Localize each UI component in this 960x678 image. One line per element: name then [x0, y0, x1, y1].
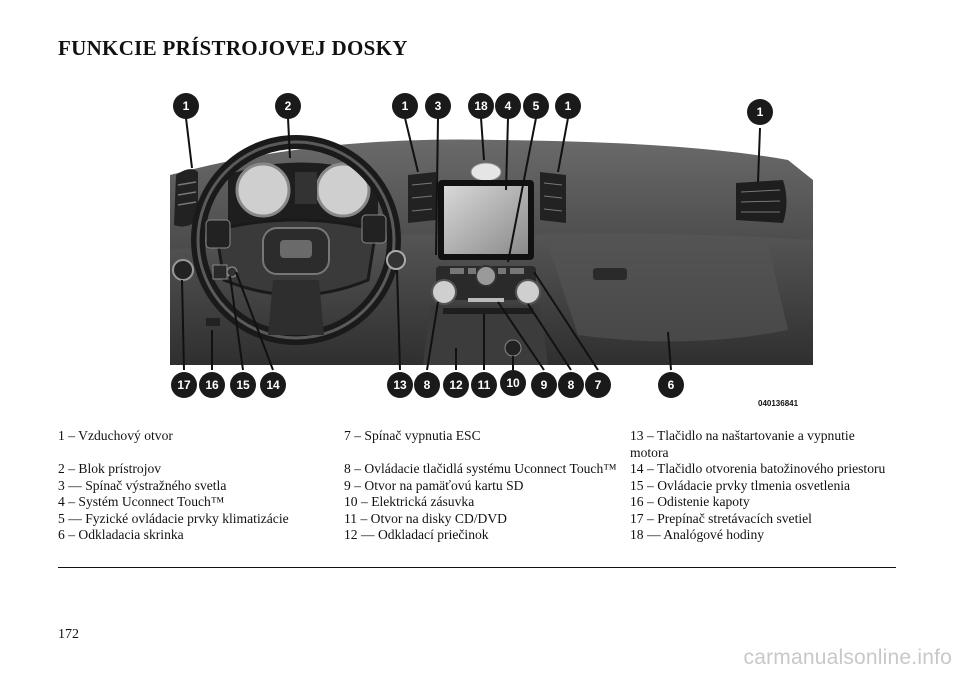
svg-text:15: 15: [236, 378, 250, 392]
legend-rule: [58, 567, 896, 568]
callout-bottom-15: 15: [230, 372, 256, 398]
svg-text:1: 1: [565, 99, 572, 113]
hood-release: [206, 318, 220, 326]
callout-bottom-8b: 8: [558, 372, 584, 398]
legend-item: 13 – Tlačidlo na naštartovanie a vypnuti…: [630, 428, 855, 460]
left-air-vent: [174, 169, 198, 227]
callout-bottom-6: 6: [658, 372, 684, 398]
svg-text:5: 5: [533, 99, 540, 113]
legend-item: 1 – Vzduchový otvor: [58, 428, 173, 443]
legend-item: 10 – Elektrická zásuvka: [344, 494, 475, 509]
svg-text:11: 11: [478, 378, 491, 392]
svg-text:13: 13: [393, 378, 407, 392]
page-title: FUNKCIE PRÍSTROJOVEJ DOSKY: [58, 36, 408, 60]
legend-item: 5 — Fyzické ovládacie prvky klimatizácie: [58, 510, 289, 526]
svg-text:18: 18: [474, 99, 488, 113]
callout-bottom-9: 9: [531, 372, 557, 398]
callout-top-5: 5: [523, 93, 549, 119]
callout-top-4: 4: [495, 93, 521, 119]
callout-bottom-8a: 8: [414, 372, 440, 398]
climate-controls: [431, 265, 541, 314]
callout-bottom-10: 10: [500, 370, 526, 396]
svg-text:4: 4: [505, 99, 512, 113]
callout-bottom-12: 12: [443, 372, 469, 398]
callout-bottom-13: 13: [387, 372, 413, 398]
legend-item: 11 – Otvor na disky CD/DVD: [344, 510, 507, 526]
callout-bottom-7: 7: [585, 372, 611, 398]
callout-bottom-11: 11: [471, 372, 497, 398]
callout-top-1a: 1: [173, 93, 199, 119]
legend-item: 17 – Prepínač stretávacích svetiel: [630, 510, 812, 526]
center-air-vents: [408, 172, 566, 223]
legend-item: 4 – Systém Uconnect Touch™: [58, 494, 225, 509]
svg-text:14: 14: [266, 378, 280, 392]
glovebox-handle: [593, 268, 627, 280]
dashboard-svg: 1 2 1 3 18 4 5 1 1 17 16 15 14 13 8 12 1…: [170, 93, 813, 408]
svg-text:17: 17: [177, 378, 191, 392]
callout-bottom-14: 14: [260, 372, 286, 398]
callout-bottom-16: 16: [199, 372, 225, 398]
legend-item: 12 — Odkladací priečinok: [344, 527, 489, 542]
svg-text:9: 9: [541, 378, 548, 392]
legend-item: 8 – Ovládacie tlačidlá systému Uconnect …: [344, 461, 617, 476]
legend-item: 9 – Otvor na pamäťovú kartu SD: [344, 477, 524, 493]
svg-text:10: 10: [506, 376, 520, 390]
legend-item: 14 – Tlačidlo otvorenia batožinového pri…: [630, 461, 886, 476]
instrument-cluster: [228, 162, 378, 230]
svg-text:1: 1: [402, 99, 409, 113]
svg-text:2: 2: [285, 99, 292, 113]
callout-top-1d: 1: [747, 99, 773, 125]
callout-top-1c: 1: [555, 93, 581, 119]
svg-text:3: 3: [435, 99, 442, 113]
power-outlet: [504, 339, 522, 357]
legend-item: 16 – Odistenie kapoty: [630, 494, 750, 509]
callout-top-18: 18: [468, 93, 494, 119]
right-air-vent: [736, 180, 787, 223]
legend-table: 1 – Vzduchový otvor 7 – Spínač vypnutia E…: [58, 428, 896, 544]
legend-item: 15 – Ovládacie prvky tlmenia osvetlenia: [630, 477, 851, 493]
legend-item: 2 – Blok prístrojov: [58, 461, 162, 476]
callout-top-1b: 1: [392, 93, 418, 119]
legend-item: 7 – Spínač vypnutia ESC: [344, 428, 481, 443]
svg-text:6: 6: [668, 378, 675, 392]
steering-wheel: [191, 135, 401, 345]
callout-bottom-17: 17: [171, 372, 197, 398]
watermark: carmanualsonline.info: [743, 646, 952, 669]
headlamp-switch: [172, 259, 238, 326]
legend-item: 3 — Spínač výstražného svetla: [58, 477, 227, 493]
legend-item: 6 – Odkladacia skrinka: [58, 527, 184, 542]
start-stop-button: [386, 250, 406, 270]
uconnect-touch-screen: [438, 180, 534, 260]
figure-code: 040136841: [758, 399, 799, 408]
page-number: 172: [58, 627, 79, 642]
svg-text:1: 1: [183, 99, 190, 113]
leader-lines: [181, 117, 761, 371]
svg-text:8: 8: [424, 378, 431, 392]
analog-clock: [470, 162, 502, 182]
svg-text:12: 12: [449, 378, 463, 392]
svg-text:16: 16: [205, 378, 219, 392]
callout-top-3: 3: [425, 93, 451, 119]
svg-text:7: 7: [595, 378, 602, 392]
svg-text:1: 1: [757, 105, 764, 119]
callout-top-2: 2: [275, 93, 301, 119]
legend-item: 18 — Analógové hodiny: [630, 527, 765, 542]
dashboard-illustration: 1 2 1 3 18 4 5 1 1 17 16 15 14 13 8 12 1…: [168, 80, 818, 410]
svg-text:8: 8: [568, 378, 575, 392]
